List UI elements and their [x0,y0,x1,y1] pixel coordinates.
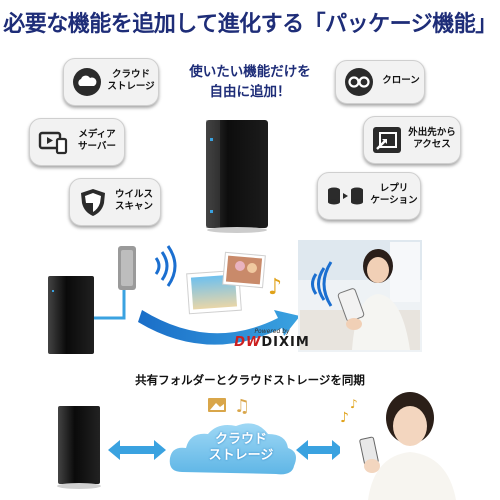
subhead-line-1: 使いたい機能だけを [189,64,311,80]
dixim-brand-logo: Powered by DWDIXIM [232,328,312,356]
feature-subhead: 使いたい機能だけを 自由に追加！ [158,62,342,102]
cloud-storage-label-2: ストレージ [107,81,155,92]
subhead-line-2: 自由に追加！ [209,84,291,100]
remote-access-label-1: 外出先から [408,127,456,138]
nas-device-image [206,120,268,233]
virus-scan-label-2: スキャン [114,201,153,212]
svg-text:♪: ♪ [268,275,282,300]
feature-tile-virus-scan: ウイルス スキャン [69,178,161,226]
clone-icon [345,68,373,96]
feature-tile-remote-access: 外出先から アクセス [363,116,461,164]
replication-label-2: ケーション [370,195,418,206]
shield-icon [81,189,105,216]
dixim-logo-text: DIXIM [261,335,310,350]
remote-access-icon [373,127,401,153]
replication-label-1: レプリ [379,183,409,194]
replication-icon [328,187,363,205]
cloud-sync-scene: ♫ ♪ ♪ [57,388,500,500]
cloud-icon [73,68,101,96]
media-server-label-1: メディア [78,129,116,140]
cloud-storage-bubble: クラウド ストレージ [196,432,286,464]
virus-scan-label-1: ウイルス [114,189,153,200]
media-server-label-2: サーバー [78,141,116,152]
remote-access-label-2: アクセス [413,139,451,150]
cloud-storage-label-1: クラウド [111,69,150,80]
page-headline: 必要な機能を追加して進化する「パッケージ機能」 [3,12,497,37]
powered-by-text: Powered by [254,328,290,335]
cloud-bubble-line-1: クラウド [214,432,267,447]
feature-tile-media-server: メディア サーバー [29,118,125,166]
feature-tile-replication: レプリ ケーション [317,172,421,220]
svg-text:♪: ♪ [340,410,349,426]
sync-caption: 共有フォルダーとクラウドストレージを同期 [135,373,365,387]
svg-text:♪: ♪ [350,397,358,411]
media-streaming-scene: ♪ [48,240,422,354]
dixim-logo-mark: DW [234,335,262,350]
cloud-bubble-line-2: ストレージ [208,448,274,463]
clone-label: クローン [382,75,420,86]
media-player-icon [38,131,68,155]
feature-tile-clone: クローン [335,60,425,104]
feature-tile-cloud-storage: クラウド ストレージ [63,58,159,106]
svg-text:♫: ♫ [234,396,250,417]
